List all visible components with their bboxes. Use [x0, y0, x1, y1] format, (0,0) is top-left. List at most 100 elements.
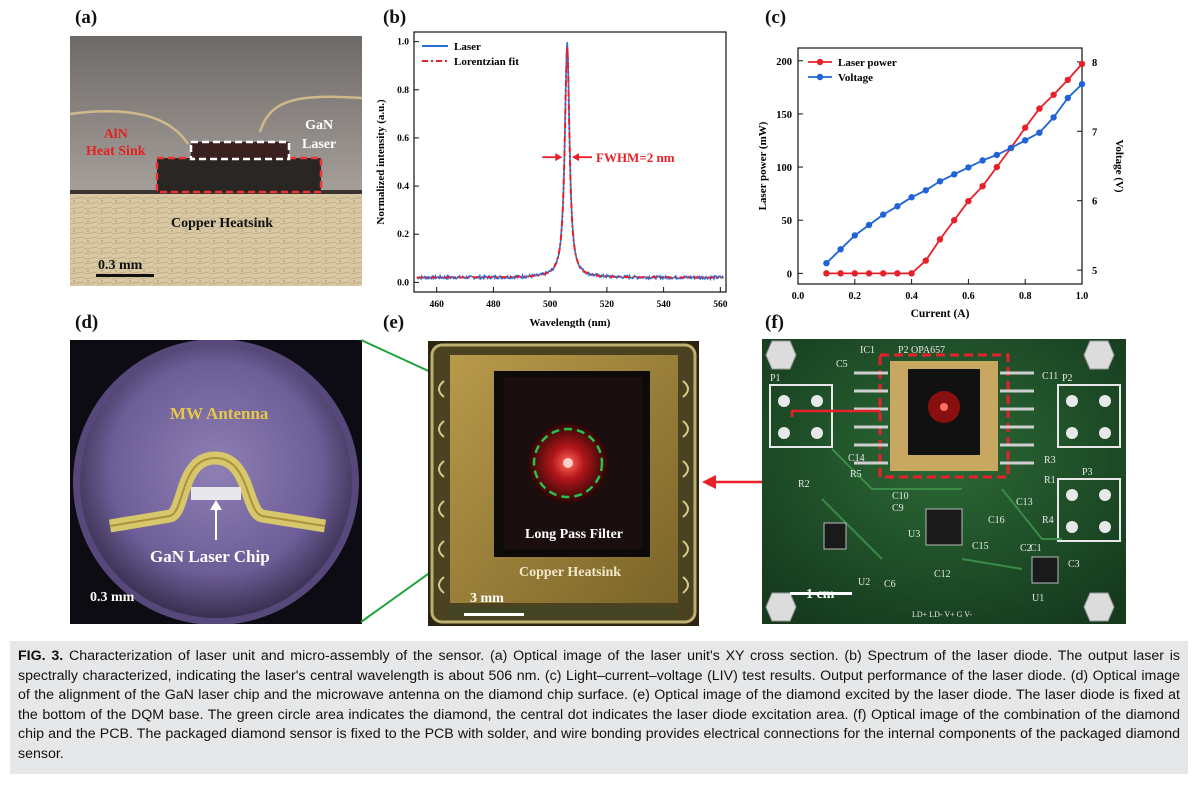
photo-d-drawing	[73, 340, 359, 624]
pcb-silkscreen-label: C15	[972, 541, 989, 552]
pcb-silkscreen-label: C3	[1068, 559, 1080, 570]
data-point-laser-power	[1050, 91, 1057, 98]
data-point-laser-power	[823, 270, 830, 277]
pcb-silkscreen-label: C13	[1016, 497, 1033, 508]
pcb-silkscreen-label: C10	[892, 491, 909, 502]
pcb-silkscreen-label: C6	[884, 579, 896, 590]
pcb-silkscreen-label: C11	[1042, 371, 1058, 382]
data-point-voltage	[993, 151, 1000, 159]
data-point-voltage	[936, 178, 944, 185]
x-tick-label-b: 500	[543, 300, 558, 310]
data-point-laser-power	[908, 270, 915, 277]
data-point-voltage	[865, 221, 873, 229]
y-axis-label-b: Normalized intensity (a.u.)	[375, 99, 387, 225]
data-point-voltage	[851, 232, 858, 239]
panel-label-b: (b)	[383, 7, 407, 28]
scale-bar-d: 0.3 mm	[90, 590, 135, 605]
photo-e-diamond: Long Pass Filter Copper Heatsink 3 mm	[428, 341, 699, 626]
pcb-silkscreen-label: P3	[1082, 467, 1093, 478]
data-point-voltage	[1064, 94, 1071, 102]
x-tick-label-c: 1.0	[1076, 291, 1089, 302]
x-tick-label-c: 0.6	[962, 291, 975, 302]
pcb-silkscreen-label: C9	[892, 503, 904, 514]
y-tick-label-c: 100	[776, 163, 792, 174]
x-tick-label-b: 480	[486, 300, 501, 310]
pcb-silkscreen-label: C2	[1020, 543, 1032, 554]
data-point-voltage	[880, 211, 887, 218]
pcb-silkscreen-label: C14	[848, 453, 865, 464]
pcb-silkscreen-label: U3	[908, 529, 920, 540]
data-point-voltage	[894, 203, 901, 210]
data-point-voltage	[965, 164, 972, 171]
data-point-laser-power	[1078, 60, 1086, 68]
label-mw-antenna: MW Antenna	[170, 404, 269, 423]
y2-tick-label-c: 7	[1092, 127, 1097, 138]
pcb-silkscreen-label: C1	[1030, 543, 1042, 554]
panel-label-a: (a)	[75, 7, 98, 28]
pcb-silkscreen-label: U2	[858, 577, 870, 588]
x-tick-label-b: 540	[656, 300, 671, 310]
pcb-silkscreen-label: C12	[934, 569, 951, 580]
data-point-laser-power	[894, 270, 901, 277]
pcb-silkscreen-label: R2	[798, 479, 810, 490]
pcb-silkscreen-label: R5	[850, 469, 862, 480]
y-tick-label-b: 0.6	[397, 134, 409, 144]
data-point-laser-power	[880, 270, 887, 277]
label-copper-heatsink-e: Copper Heatsink	[519, 565, 622, 580]
y2-axis-label-c: Voltage (V)	[1113, 139, 1125, 192]
panel-label-d: (d)	[75, 312, 99, 333]
y2-tick-label-c: 6	[1092, 197, 1097, 208]
pcb-silkscreen-label: C5	[836, 359, 848, 370]
pcb-silkscreen-label: R4	[1042, 515, 1054, 526]
pcb-silkscreen-label: P2 OPA657	[898, 345, 945, 356]
pcb-silkscreen-label: C16	[988, 515, 1005, 526]
panel-label-e: (e)	[383, 312, 405, 333]
y-tick-label-b: 0.8	[397, 86, 409, 96]
scale-bar-a: 0.3 mm	[98, 258, 143, 273]
y2-tick-label-c: 5	[1092, 266, 1097, 277]
photo-a-drawing	[70, 36, 362, 286]
data-point-laser-power	[993, 163, 1000, 171]
y2-tick-label-c: 8	[1092, 58, 1097, 69]
caption-text: Characterization of laser unit and micro…	[18, 648, 1181, 762]
y-axis-label-c: Laser power (mW)	[757, 121, 769, 210]
data-point-voltage	[908, 194, 915, 201]
y-tick-label-c: 200	[776, 57, 792, 68]
legend-label-b: Lorentzian fit	[454, 56, 519, 68]
data-point-voltage	[837, 246, 844, 253]
data-point-laser-power	[837, 270, 844, 277]
photo-a-cross-section: AlN Heat Sink GaN Laser Copper Heatsink …	[70, 36, 362, 286]
y-tick-label-b: 0.0	[397, 278, 409, 288]
y-tick-label-b: 0.2	[397, 230, 409, 240]
legend-marker-c	[816, 73, 824, 81]
label-long-pass-filter: Long Pass Filter	[525, 527, 623, 542]
photo-d-antenna: MW Antenna GaN Laser Chip 0.3 mm	[70, 340, 362, 624]
data-point-laser-power	[1036, 105, 1043, 112]
plot-frame-b	[413, 31, 727, 293]
data-point-voltage	[951, 171, 958, 178]
scale-bar-f: 1 cm	[806, 587, 835, 602]
y-tick-label-b: 0.4	[397, 182, 409, 192]
pcb-silkscreen-label: P2	[1062, 373, 1073, 384]
x-tick-label-b: 460	[430, 300, 445, 310]
data-point-voltage	[1050, 114, 1057, 121]
pcb-silkscreen-label: IC1	[860, 345, 875, 356]
figure-caption: FIG. 3. Characterization of laser unit a…	[10, 641, 1188, 774]
y-tick-label-c: 50	[782, 216, 793, 227]
x-tick-label-c: 0.0	[792, 291, 805, 302]
series-line-laser-power	[826, 63, 1083, 275]
legend-label-b: Laser	[454, 41, 481, 53]
data-point-voltage	[1022, 137, 1029, 144]
plot-frame-c	[797, 47, 1083, 285]
panel-label-f: (f)	[765, 312, 784, 333]
fwhm-annotation: FWHM=2 nm	[596, 150, 675, 165]
photo-e-drawing	[430, 343, 697, 624]
y-tick-label-c: 150	[776, 110, 792, 121]
pcb-silkscreen-label: U1	[1032, 593, 1044, 604]
data-point-voltage	[1036, 129, 1043, 136]
data-point-voltage	[1007, 144, 1015, 152]
data-point-laser-power	[865, 270, 873, 277]
